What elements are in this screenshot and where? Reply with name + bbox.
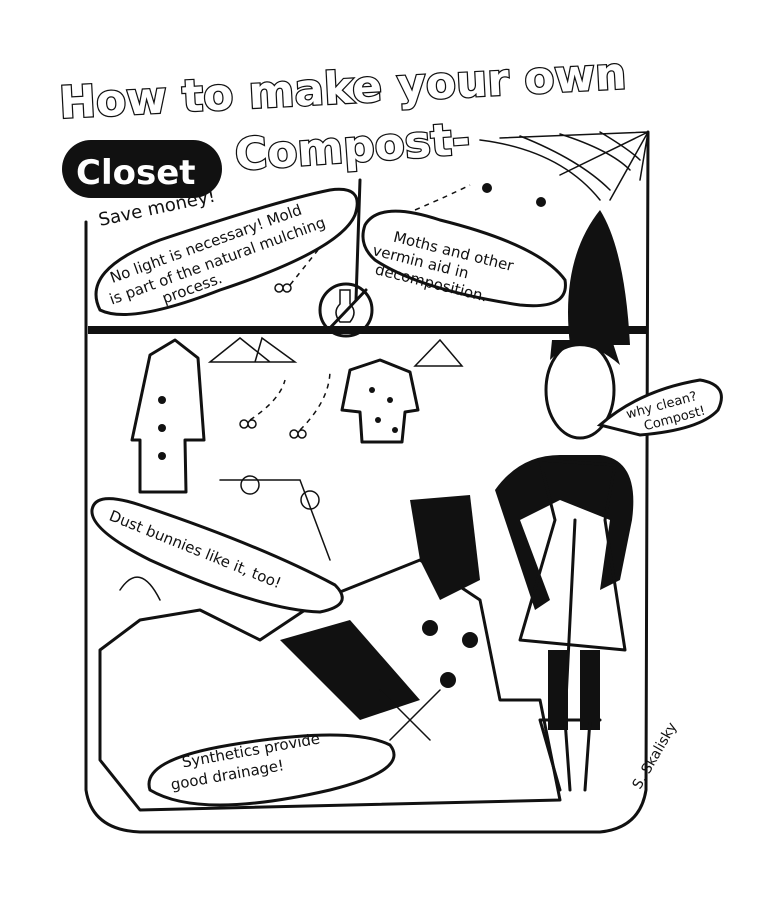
- closet-rod: [88, 326, 648, 334]
- coat-on-hanger: [130, 338, 206, 494]
- title-compost: Compost-: [233, 114, 472, 181]
- speech-bubble-moths: Moths and other vermin aid in decomposit…: [361, 209, 567, 308]
- spider-icon: [536, 197, 546, 207]
- woman-character: [495, 210, 634, 792]
- title-closet: Closet: [76, 153, 196, 193]
- spider-icon: [482, 183, 492, 193]
- closet-divider: [354, 178, 362, 302]
- closet-frame: [84, 130, 650, 834]
- beehive-hair: [568, 210, 630, 345]
- no-light-bulb-icon: [318, 282, 374, 338]
- clothes-pile: [98, 475, 562, 812]
- speech-bubble-dust: Dust bunnies like it, too!: [90, 497, 344, 614]
- speech-bubble-woman: why clean? Compost!: [596, 378, 723, 437]
- spider-web: [479, 131, 649, 207]
- moth-icon: [239, 184, 471, 439]
- title-line1: How to make your own: [58, 48, 628, 129]
- speech-bubble-synthetics: Synthetics provide good drainage!: [147, 729, 396, 807]
- closet-label-box: [62, 140, 222, 198]
- polka-dot-shirt: [340, 358, 420, 444]
- hanger-icon: [207, 336, 464, 367]
- artist-signature: S. Skalisky: [630, 720, 681, 792]
